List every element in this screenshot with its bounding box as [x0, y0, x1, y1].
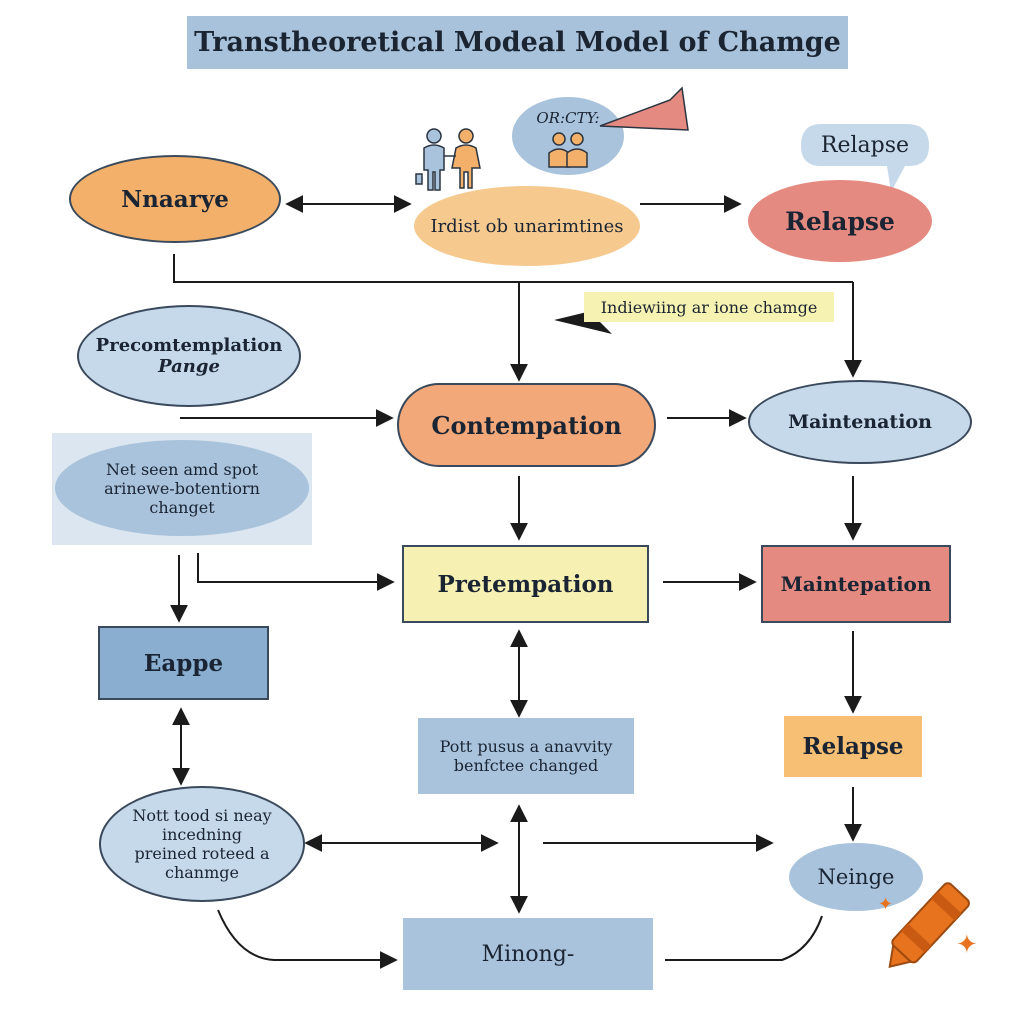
relapse-bubble-label: Relapse [820, 132, 910, 158]
node-label: Precomtemplation [95, 335, 283, 356]
node-pretemplation: Pretempation [402, 545, 649, 623]
node-label: Irdist ob unarimtines [430, 215, 624, 237]
node-label: Maintenation [788, 411, 932, 433]
node-relapse-top: Relapse [748, 180, 932, 262]
people-icon [414, 126, 494, 196]
node-pott-pusus: Pott pusus a anavvity benfctee changed [418, 718, 634, 794]
node-label: Relapse [785, 206, 895, 236]
node-label: Pott pusus a anavvity benfctee changed [439, 737, 613, 775]
node-net-seen: Net seen amd spot arinewe-botentiorn cha… [55, 440, 309, 536]
node-neinge: Neinge [789, 843, 923, 911]
node-or-cty: OR:CTY: [512, 97, 624, 175]
node-label: Neinge [817, 865, 895, 889]
node-label: Maintepation [780, 572, 932, 596]
node-naarye: Nnaarye [69, 155, 281, 243]
node-irdist: Irdist ob unarimtines [414, 186, 640, 266]
diagram-title: Transtheoretiсal Modeal Model of Chamge [187, 16, 848, 69]
line-minong-neinge [665, 915, 823, 961]
node-precontemplation: Precomtemplation Pange [77, 305, 301, 407]
pennant-icon [598, 86, 690, 134]
node-maintenance-top: Maintenation [748, 380, 972, 464]
sparkle-icon: ✦ [878, 894, 894, 915]
node-nott-tood: Nott tood si neay incedning preined rote… [99, 786, 305, 902]
node-maintepation: Maintepation [761, 545, 951, 623]
or-cty-label: OR:CTY: [536, 109, 600, 127]
node-eappe: Eappe [98, 626, 269, 700]
node-label: Nnaarye [121, 185, 229, 213]
node-label: Relapse [802, 733, 904, 760]
node-contemplation: Contempation [397, 383, 656, 467]
node-label: Nott tood si neay incedning preined rote… [132, 806, 272, 882]
relapse-speech-bubble: Relapse [799, 122, 931, 194]
crayon-icon [868, 866, 992, 984]
node-label: Contempation [431, 410, 622, 440]
line-naarye-down [173, 254, 853, 283]
node-minong: Minong- [403, 918, 653, 990]
node-label: Net seen amd spot arinewe-botentiorn cha… [104, 459, 260, 517]
arrow-nott-minong [217, 909, 398, 969]
node-relapse-box: Relapse [784, 716, 922, 777]
sparkle-icon: ✦ [956, 930, 978, 960]
node-label: Pretempation [437, 570, 614, 598]
arrow-panel-pretemplation [197, 553, 395, 591]
node-label: Eappe [143, 649, 224, 677]
node-label: Minong- [481, 941, 575, 967]
node-sublabel: Pange [158, 356, 220, 377]
group-icon [543, 129, 593, 173]
change-banner: Indiewiing ar ione chamge [584, 292, 834, 322]
